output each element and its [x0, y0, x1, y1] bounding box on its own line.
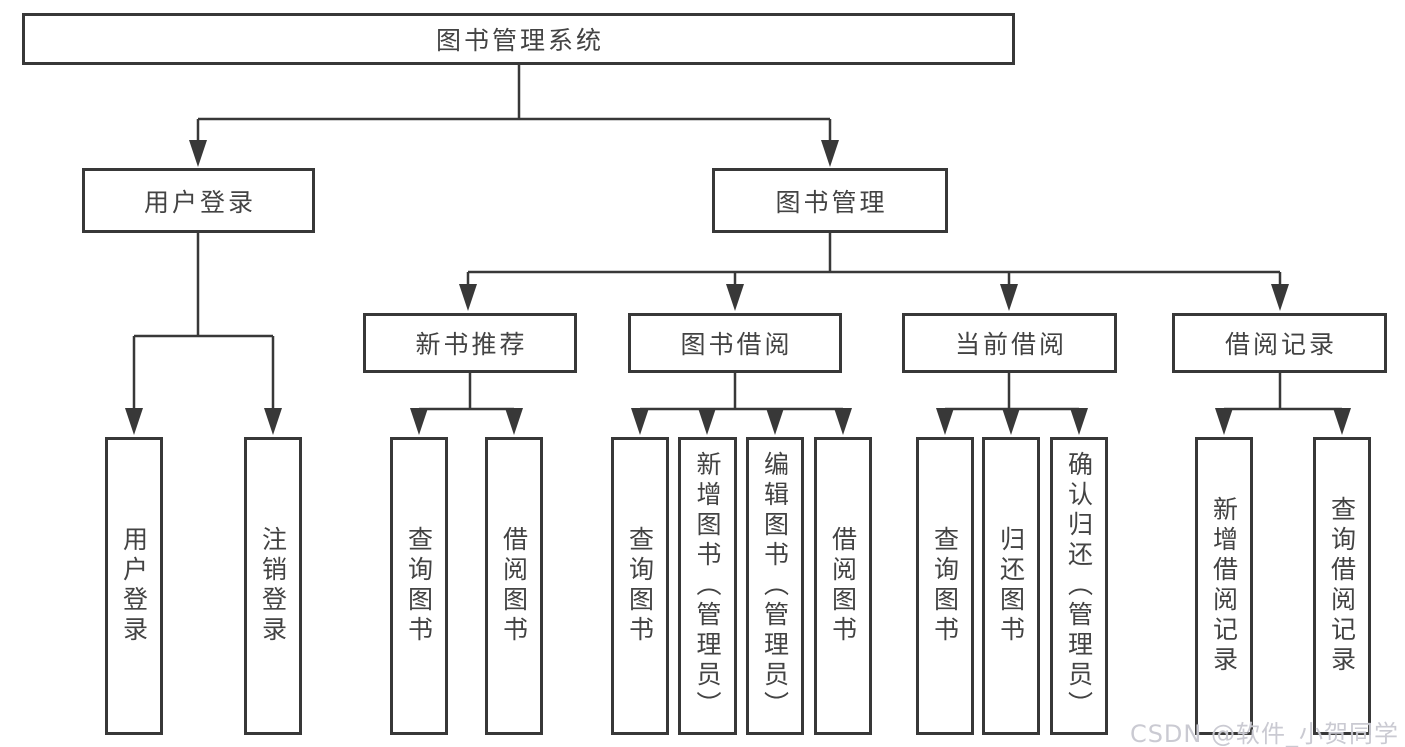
node-book-borrow-label: 图书借阅 — [680, 330, 793, 359]
leaf-user-login: 用户登录 — [105, 437, 163, 735]
leaf-nb-query-books-label: 查询图书 — [404, 526, 434, 646]
leaf-user-login-label: 用户登录 — [119, 526, 149, 646]
leaf-bb-query-books: 查询图书 — [611, 437, 669, 735]
node-current-borrow-label: 当前借阅 — [954, 330, 1067, 359]
node-new-book-recommend-label: 新书推荐 — [415, 330, 528, 359]
leaf-bb-edit-books-admin-label: 编辑图书（管理员） — [760, 451, 790, 721]
node-root-label: 图书管理系统 — [435, 26, 604, 55]
leaf-cb-return-books: 归还图书 — [982, 437, 1040, 735]
leaf-br-query-record-label: 查询借阅记录 — [1327, 496, 1357, 676]
leaf-bb-borrow-books-label: 借阅图书 — [828, 526, 858, 646]
csdn-watermark: CSDN @软件_小贺同学 — [1129, 720, 1399, 747]
arrowheads — [125, 140, 1351, 435]
node-user-login-label: 用户登录 — [143, 187, 256, 217]
leaf-cb-confirm-return-admin: 确认归还（管理员） — [1050, 437, 1108, 735]
leaf-br-add-record-label: 新增借阅记录 — [1209, 496, 1239, 676]
leaf-cb-query-books-label: 查询图书 — [930, 526, 960, 646]
node-borrow-records-label: 借阅记录 — [1224, 330, 1337, 359]
leaf-logout-label: 注销登录 — [258, 526, 288, 646]
node-borrow-records: 借阅记录 — [1172, 313, 1387, 373]
leaf-nb-query-books: 查询图书 — [390, 437, 448, 735]
node-book-management-label: 图书管理 — [775, 187, 888, 217]
leaf-bb-add-books-admin: 新增图书（管理员） — [678, 437, 737, 735]
node-book-management: 图书管理 — [712, 168, 948, 233]
leaf-br-query-record: 查询借阅记录 — [1313, 437, 1371, 735]
leaf-nb-borrow-books-label: 借阅图书 — [499, 526, 529, 646]
node-new-book-recommend: 新书推荐 — [363, 313, 577, 373]
node-current-borrow: 当前借阅 — [902, 313, 1117, 373]
node-root: 图书管理系统 — [22, 13, 1015, 65]
leaf-bb-edit-books-admin: 编辑图书（管理员） — [746, 437, 804, 735]
leaf-logout: 注销登录 — [244, 437, 302, 735]
leaf-br-add-record: 新增借阅记录 — [1195, 437, 1253, 735]
leaf-cb-confirm-return-admin-label: 确认归还（管理员） — [1064, 451, 1094, 721]
leaf-nb-borrow-books: 借阅图书 — [485, 437, 543, 735]
leaf-bb-add-books-admin-label: 新增图书（管理员） — [693, 451, 722, 721]
leaf-cb-return-books-label: 归还图书 — [996, 526, 1026, 646]
leaf-cb-query-books: 查询图书 — [916, 437, 974, 735]
node-book-borrow: 图书借阅 — [628, 313, 842, 373]
leaf-bb-borrow-books: 借阅图书 — [814, 437, 872, 735]
node-user-login: 用户登录 — [82, 168, 315, 233]
leaf-bb-query-books-label: 查询图书 — [625, 526, 655, 646]
